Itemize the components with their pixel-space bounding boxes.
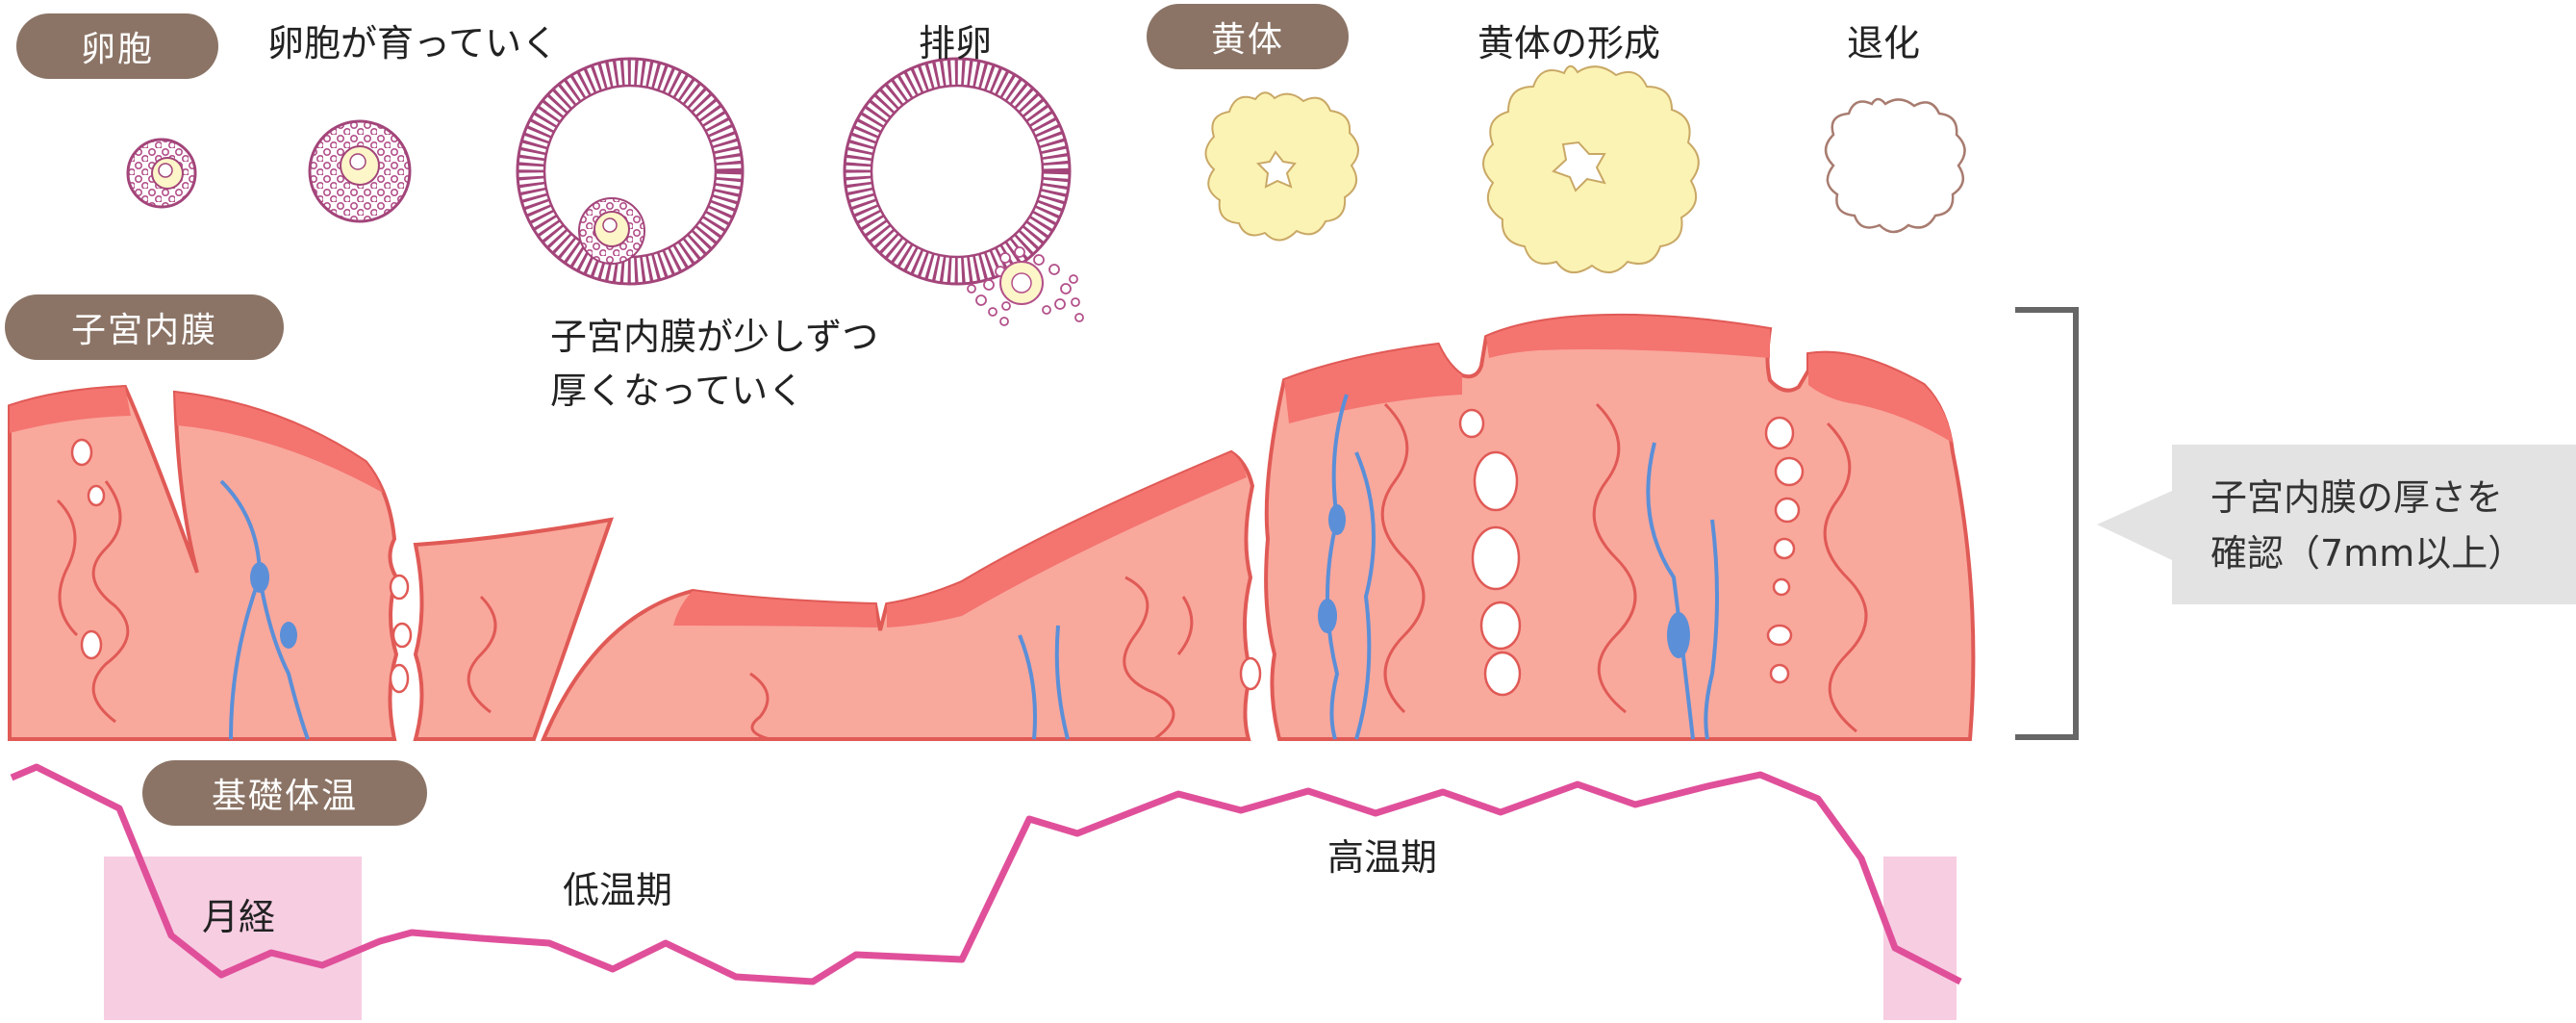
functional-layer-3 <box>673 591 877 627</box>
section-bbt: 基礎体温 <box>142 760 427 826</box>
section-oocyte: 卵胞 <box>16 13 218 79</box>
section-corpus-luteum: 黄体 <box>1147 4 1349 69</box>
phase-low-temp: 低温期 <box>563 860 672 913</box>
callout-line1: 子宮内膜の厚さを <box>2210 470 2576 525</box>
stage-growing: 卵胞が育っていく <box>267 13 558 66</box>
thickness-bracket <box>2015 310 2076 737</box>
follicle-stage-2 <box>310 121 410 221</box>
endometrium-note-line2: 厚くなっていく <box>550 364 878 418</box>
endometrium-segment-menses-1 <box>10 387 396 739</box>
callout-line2: 確認（7mm以上） <box>2210 525 2576 581</box>
follicle-stage-1 <box>128 140 195 207</box>
stage-regression: 退化 <box>1847 13 1920 66</box>
endometrium-note: 子宮内膜が少しずつ 厚くなっていく <box>550 310 878 418</box>
stage-ovulation: 排卵 <box>919 13 992 66</box>
endometrium-tissue <box>10 316 1973 739</box>
endometrium-note-line1: 子宮内膜が少しずつ <box>550 310 878 364</box>
section-endometrium: 子宮内膜 <box>5 294 284 360</box>
corpus-albicans <box>1826 99 1965 232</box>
stage-formation: 黄体の形成 <box>1477 13 1660 66</box>
phase-menstruation: 月経 <box>202 887 275 940</box>
callout-pointer <box>2097 491 2172 560</box>
ovulation-follicle <box>845 59 1083 325</box>
thickness-callout: 子宮内膜の厚さを 確認（7mm以上） <box>2172 445 2576 604</box>
follicle-stage-3 <box>518 59 743 284</box>
phase-high-temp: 高温期 <box>1327 828 1437 881</box>
